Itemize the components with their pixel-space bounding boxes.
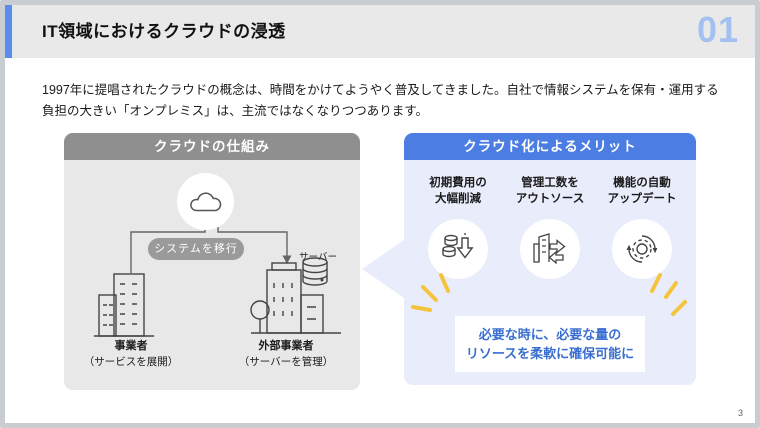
panel-pointer-triangle <box>362 240 404 298</box>
slide-header: IT領域におけるクラウドの浸透 01 <box>5 5 755 58</box>
entity-provider-role: （サービスを展開） <box>83 355 179 368</box>
callout-line1: 必要な時に、必要な量の <box>478 326 622 342</box>
sparkle-right-icon <box>650 273 687 316</box>
entity-provider: 事業者 （サービスを展開） <box>61 338 201 370</box>
slide-number: 01 <box>696 9 739 50</box>
intro-text: 1997年に提唱されたクラウドの概念は、時間をかけてようやく普及してきました。自… <box>42 83 719 118</box>
callout-line2: リソースを柔軟に確保可能に <box>465 346 635 361</box>
entity-external: 外部事業者 （サーバーを管理） <box>216 338 356 370</box>
cloud-merits-title: クラウド化によるメリット <box>404 133 696 160</box>
merit-outsource-line2: アウトソース <box>515 193 585 206</box>
building-with-server-icon <box>250 257 341 334</box>
entity-provider-name: 事業者 <box>114 340 148 352</box>
merit-cost-badge <box>428 219 488 280</box>
merit-outsource-line1: 管理工数を <box>521 177 579 189</box>
merit-cost: 初期費用の 大幅削減 <box>412 175 504 280</box>
merit-update-line1: 機能の自動 <box>613 177 671 189</box>
merit-outsource-badge <box>520 219 580 280</box>
merit-outsource: 管理工数を アウトソース <box>504 175 596 280</box>
merit-update-badge <box>612 219 672 280</box>
entity-external-name: 外部事業者 <box>258 340 314 352</box>
migration-pill: システムを移行 <box>148 238 244 260</box>
accent-bar <box>5 5 12 58</box>
outsource-icon <box>533 233 566 265</box>
merit-update: 機能の自動 アップデート <box>596 175 688 280</box>
entity-external-role: （サーバーを管理） <box>238 355 334 368</box>
sparkle-left-icon <box>411 273 450 312</box>
cloud-icon <box>189 191 221 211</box>
cloud-badge <box>177 173 234 230</box>
page-number: 3 <box>737 408 743 418</box>
merit-cost-line2: 大幅削減 <box>435 193 481 206</box>
cost-down-icon <box>442 233 474 259</box>
flexibility-callout: 必要な時に、必要な量の リソースを柔軟に確保可能に <box>455 316 645 372</box>
merit-update-line2: アップデート <box>607 193 677 206</box>
page-title: IT領域におけるクラウドの浸透 <box>42 22 286 41</box>
cloud-merits-panel: クラウド化によるメリット 初期費用の 大幅削減 <box>404 133 696 385</box>
office-building-icon <box>94 273 154 337</box>
auto-update-icon <box>626 235 658 263</box>
cloud-mechanism-title: クラウドの仕組み <box>64 133 360 160</box>
merits-row: 初期費用の 大幅削減 <box>404 175 696 280</box>
merit-cost-line1: 初期費用の <box>429 177 487 189</box>
cloud-mechanism-panel: クラウドの仕組み システムを移行 サーバー <box>64 133 360 390</box>
